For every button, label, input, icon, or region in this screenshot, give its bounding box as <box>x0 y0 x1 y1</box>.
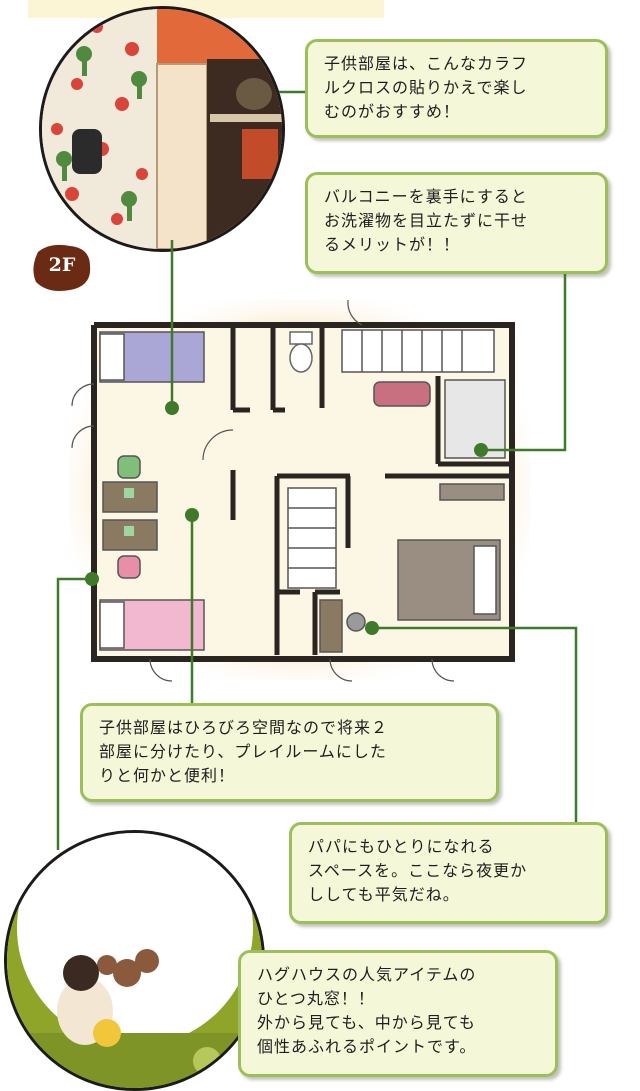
callout-kids-wallpaper: 子供部屋は、こんなカラフ ルクロスの貼りかえで楽し むのがおすすめ！ <box>305 39 608 138</box>
callout-round-window-line-2: ひとつ丸窓！！ <box>257 989 375 1008</box>
floor-label: 2F <box>48 254 76 276</box>
callout-kids-wallpaper-line-2: ルクロスの貼りかえで楽し <box>324 78 528 97</box>
callout-kids-wallpaper-line-3: むのがおすすめ！ <box>324 102 461 121</box>
floor-plan <box>70 299 530 682</box>
callout-round-window: ハグハウスの人気アイテムの ひとつ丸窓！！ 外から見ても、中から見ても 個性あふ… <box>238 950 558 1077</box>
callout-balcony: バルコニーを裏手にすると お洗濯物を目立たずに干せ るメリットが！！ <box>305 172 608 274</box>
callout-balcony-line-3: るメリットが！！ <box>324 235 461 254</box>
callout-papa-space: パパにもひとりになれる スペースを。ここなら夜更か ししても平気だね。 <box>289 822 608 924</box>
callout-kids-room-line-1: 子供部屋はひろびろ空間なので将来２ <box>99 718 389 737</box>
callout-papa-space-line-2: スペースを。ここなら夜更か <box>308 861 528 880</box>
callout-kids-room-line-2: 部屋に分けたり、プレイルームにした <box>99 742 387 761</box>
callout-kids-room: 子供部屋はひろびろ空間なので将来２ 部屋に分けたり、プレイルームにした りと何か… <box>80 703 499 802</box>
callout-round-window-line-1: ハグハウスの人気アイテムの <box>257 965 477 984</box>
callout-papa-space-line-1: パパにもひとりになれる <box>308 837 495 856</box>
callout-kids-wallpaper-line-1: 子供部屋は、こんなカラフ <box>324 54 529 73</box>
callout-balcony-line-1: バルコニーを裏手にすると <box>324 187 528 206</box>
callout-kids-room-line-3: りと何かと便利！ <box>99 766 236 785</box>
floor-badge: 2F <box>30 242 94 294</box>
wallpaper-photo <box>39 6 285 252</box>
callout-papa-space-line-3: ししても平気だね。 <box>308 885 460 904</box>
callout-balcony-line-2: お洗濯物を目立たずに干せ <box>324 211 529 230</box>
callout-round-window-line-3: 外から見ても、中から見ても <box>257 1013 476 1032</box>
round-window-photo <box>4 830 265 1091</box>
callout-round-window-line-4: 個性あふれるポイントです。 <box>257 1037 477 1056</box>
